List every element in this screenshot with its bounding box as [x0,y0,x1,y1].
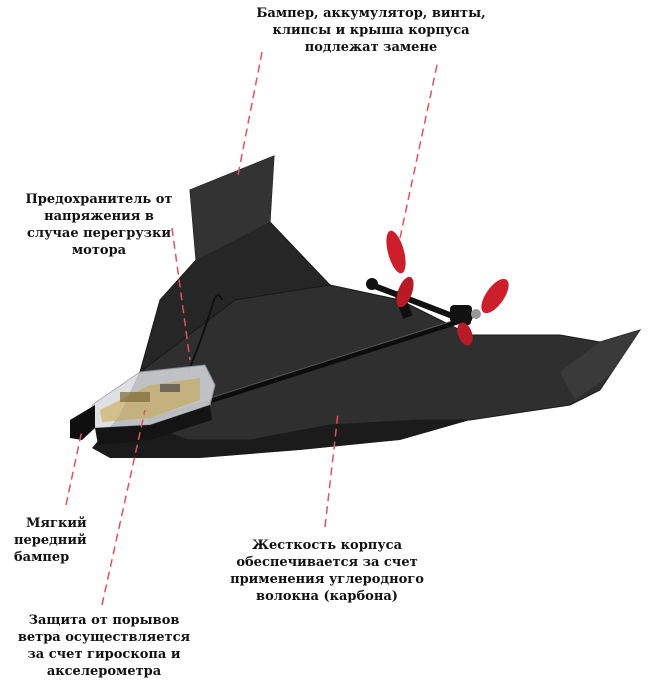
leader-gyro [101,409,146,606]
callout-line: обеспечивается за счет [236,555,418,570]
leader-carbon [324,412,339,528]
callout-line: передний [14,533,87,548]
callout-line: акселерометра [46,664,162,679]
motor-housing [450,305,472,323]
callout-line: ветра осуществляется [17,630,191,645]
callout-gyro: Защита от порывов ветра осуществляется з… [4,612,204,680]
leader-replaceable-right [399,64,438,239]
leader-fuse [171,227,191,361]
callout-line: мотора [71,243,127,258]
callout-line: Бампер, аккумулятор, винты, [256,6,486,21]
paper-plane [70,155,642,458]
callout-line: Защита от порывов [28,613,180,628]
plane-underside [92,415,470,458]
callout-line: Мягкий [26,516,87,531]
callout-line: за счет гироскопа и [27,647,181,662]
callout-line: бампер [14,550,70,565]
leader-lines [65,51,438,606]
motor-hub [471,309,481,319]
right-wing-tip [560,330,640,400]
callout-line: случае перегрузки [27,226,171,241]
callout-line: клипсы и крыша корпуса [272,23,470,38]
callout-line: волокна (карбона) [256,589,398,604]
callout-line: Жесткость корпуса [251,538,402,553]
leader-bumper [65,429,83,506]
callout-line: напряжения в [44,209,154,224]
callout-fuse: Предохранитель от напряжения в случае пе… [4,191,194,259]
callout-line: Предохранитель от [25,192,173,207]
leader-replaceable-left [237,51,263,176]
callout-soft-bumper: Мягкий передний бампер [14,515,114,566]
motor-hub-left [366,278,378,290]
electronics-pod [70,364,216,445]
callout-carbon-frame: Жесткость корпуса обеспечивается за счет… [214,537,440,605]
callout-line: подлежат замене [304,40,438,55]
propeller-right [457,278,509,346]
propeller-left [386,230,414,308]
callout-line: применения углеродного [230,572,424,587]
left-wing-fold [190,156,274,260]
antenna [187,294,223,373]
callout-replaceable-parts: Бампер, аккумулятор, винты, клипсы и кры… [236,5,506,56]
